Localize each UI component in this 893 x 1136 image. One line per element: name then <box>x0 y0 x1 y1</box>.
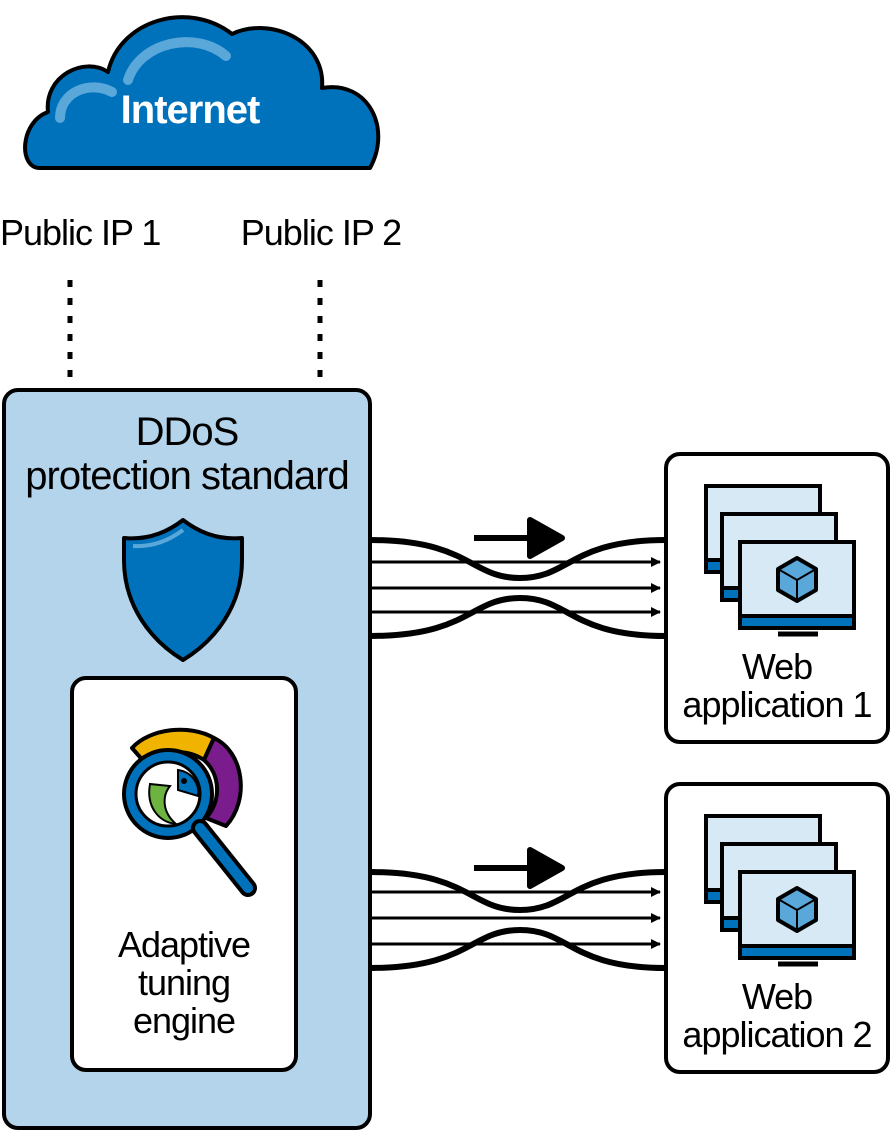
web-application-1-label: Web application 1 <box>667 648 887 724</box>
shield-icon <box>122 518 244 662</box>
web-application-1-line1: Web <box>741 646 813 687</box>
public-ip-1-label: Public IP 1 <box>0 212 161 253</box>
monitors-icon-1 <box>704 484 856 637</box>
ddos-title-line1: DDoS <box>135 410 240 454</box>
web-application-2-line1: Web <box>741 976 813 1017</box>
web-application-1-line2: application 1 <box>682 684 872 725</box>
web-application-2-line2: application 2 <box>682 1014 872 1055</box>
internet-label: Internet <box>120 88 261 132</box>
dotted-connectors <box>67 280 323 392</box>
ddos-title-line2: protection standard <box>25 454 349 498</box>
engine-label-line1: Adaptive <box>117 924 251 965</box>
web-application-2-label: Web application 2 <box>667 978 887 1054</box>
public-ip-2-label: Public IP 2 <box>240 212 402 253</box>
magnifier-icon <box>122 727 257 897</box>
engine-label-line2: tuning <box>137 962 231 1003</box>
ddos-title: DDoS protection standard <box>2 410 372 498</box>
traffic-flow-2 <box>369 847 667 971</box>
engine-label-line3: engine <box>132 1000 236 1041</box>
monitors-icon-2 <box>704 814 856 967</box>
cloud-icon <box>23 15 381 170</box>
engine-label: Adaptive tuning engine <box>74 926 294 1040</box>
traffic-flow-1 <box>369 517 667 639</box>
